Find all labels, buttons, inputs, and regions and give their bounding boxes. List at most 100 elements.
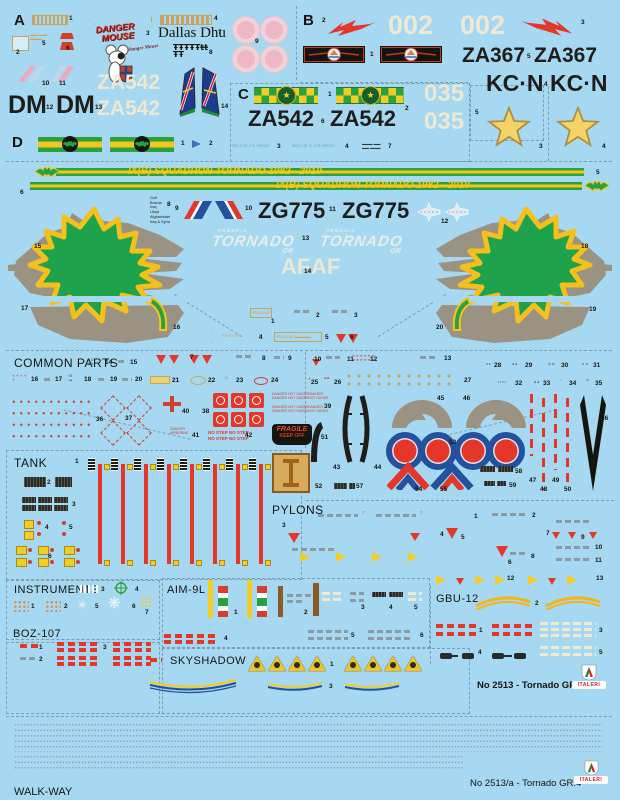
stencil-decal (150, 658, 162, 662)
stencil-decal: ● ● (534, 380, 540, 384)
part-number-label: 3 (539, 143, 543, 150)
walkway-dot-decals (14, 754, 464, 770)
part-number-label: 8 (209, 49, 213, 56)
part-number-label: 5 (599, 649, 603, 656)
tornado-logo-decal: PANAVIA TORNADO GR (210, 228, 297, 255)
part-number-label: 10 (595, 544, 603, 551)
instruments-border (6, 580, 160, 640)
part-number-label: 3 (581, 19, 585, 26)
diamond-stencil (100, 420, 126, 446)
part-number-label: 30 (561, 362, 569, 369)
footer-caption: No 2513/a - Tornado GR.4 (470, 778, 582, 789)
stencil-decal: ✶ ✶ ✶ ✶✶ (12, 374, 27, 383)
part-number-label: 10 (245, 205, 253, 212)
hatch-warning-decal (249, 412, 264, 427)
part-number-label: 43 (333, 464, 341, 471)
stencil-decal: ✦ (308, 377, 311, 381)
instrument-stencil (114, 581, 128, 595)
part-number-label: 4 (440, 531, 444, 538)
anniversary-stripe (56, 168, 584, 176)
stencil-decal (274, 356, 284, 359)
part-number-label: 58 (515, 468, 523, 475)
tank-stripe-decal (88, 456, 112, 572)
skyshadow-label: SKYSHADOW (170, 655, 247, 667)
stripe-text: IX(B) SQUADRON TORNADO 1982 - 2019 (276, 180, 470, 191)
part-number-label: 19 (110, 376, 118, 383)
stencil-decal: ▬▬ ▬▬▬▬▬ (30, 32, 48, 42)
tank-border (6, 450, 302, 580)
walkway-line-decal (530, 394, 533, 456)
part-number-label: 1 (181, 140, 185, 147)
section-divider (305, 352, 306, 448)
missile-band-decal (278, 586, 283, 617)
part-number-label: 8 (262, 355, 266, 362)
section-divider (296, 6, 297, 80)
stencil-decal (32, 15, 68, 25)
stencil-decal (326, 356, 340, 359)
part-number-label: 18 (84, 376, 92, 383)
stencil-decal (37, 521, 41, 525)
part-number-label: 4 (214, 15, 218, 22)
stencil-decal (160, 15, 212, 25)
pylons-label: PYLONS (272, 503, 324, 517)
stencil-decal (118, 360, 126, 363)
radiation-warning-decal (308, 656, 326, 671)
rescue-stencil (150, 376, 170, 384)
part-number-label: 1 (69, 15, 73, 22)
crew-name-decal: Wg Cdr J D Heeps (232, 143, 270, 148)
radiation-warning-decal (268, 656, 286, 671)
squadron-crest: ★ (277, 86, 296, 105)
part-number-label: 9 (255, 38, 259, 45)
code-dm: DM (8, 91, 47, 119)
hatch-warning-decal (213, 412, 228, 427)
section-a-label: A (14, 12, 25, 29)
section-divider (548, 86, 549, 161)
rescue-stencil: RESCUE (250, 308, 272, 318)
stencil-decal (57, 648, 99, 652)
radiation-warning-decal (384, 656, 402, 671)
fin-split-gap (6, 296, 198, 302)
stencil-decal (98, 378, 107, 381)
pylon-stencil (510, 552, 528, 555)
crew-name-decal: Sqn Ldr C A Bowhorn (292, 143, 336, 148)
wingroot-decal (392, 400, 452, 428)
walkway-line-decal (566, 398, 569, 486)
squadron-crest: ★ (361, 86, 380, 105)
walkway-dot-decals (14, 722, 602, 752)
part-number-label: 15 (130, 359, 138, 366)
code-af: AF (281, 254, 311, 279)
stencil-decal (540, 622, 596, 625)
section-divider (6, 350, 612, 351)
stencil-decal (540, 634, 596, 637)
stencil-decal: ∧ ∧ (582, 362, 589, 366)
pylon-stencil (292, 548, 334, 551)
tornado-logo-decal: PANAVIA TORNADO GR (318, 228, 405, 255)
danger-jetpipe-decal (336, 330, 358, 348)
yellow-arrow-stencil (336, 552, 346, 562)
gear-door-decal (342, 395, 353, 463)
code-af: AF (311, 254, 341, 279)
missile-band-decal (313, 583, 319, 616)
aim9l-border (162, 578, 430, 648)
stencil-decal (349, 483, 355, 489)
part-number-label: 4 (602, 143, 606, 150)
part-number-label: 2 (316, 312, 320, 319)
pylon-stencil (376, 514, 416, 517)
instrument-stencil (13, 600, 29, 612)
stripe-text: IX(B) SQUADRON TORNADO 1982 - 2019 (128, 166, 322, 177)
code-002: 002 (460, 10, 506, 40)
part-number-label: 2 (322, 17, 326, 24)
stencil-decal (420, 356, 438, 359)
code-kcn: KC·N (486, 70, 544, 96)
italeri-shield-icon (581, 664, 597, 681)
stencil-decal: ▬▬▬ ▬▬▬▬ ▬▬▬ (362, 142, 381, 151)
rescue-arrow-label: RESCUE (222, 333, 239, 338)
pale-roundel (261, 17, 287, 43)
stencil-decal (57, 662, 99, 666)
part-number-label: 11 (329, 206, 336, 213)
instrument-stencil (140, 596, 151, 608)
